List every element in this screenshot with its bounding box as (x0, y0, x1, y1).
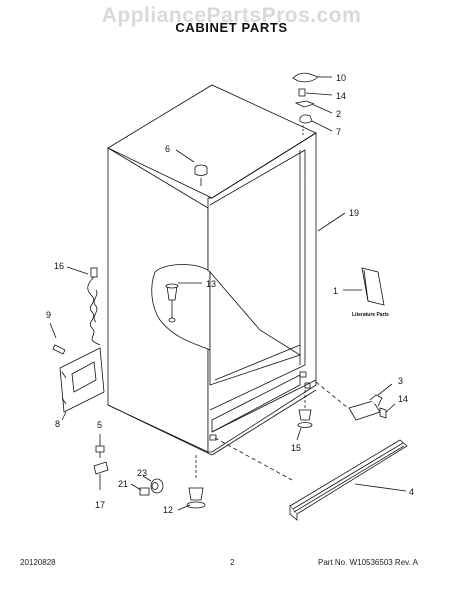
callout-17: 17 (95, 500, 105, 510)
part-6-plug (175, 149, 208, 186)
cabinet-body (107, 84, 317, 456)
callout-1: 1 (333, 286, 338, 296)
callout-7: 7 (336, 127, 341, 137)
part-4-grille (289, 439, 408, 521)
part-3-hinge (348, 383, 396, 421)
footer-page-number: 2 (230, 558, 235, 567)
callout-2: 2 (336, 109, 341, 119)
callout-14-right: 14 (398, 394, 408, 404)
callout-21: 21 (118, 479, 128, 489)
callout-4: 4 (409, 487, 414, 497)
callout-8: 8 (55, 419, 60, 429)
callout-10: 10 (336, 73, 346, 83)
literature-parts-label: Literature Parts (352, 312, 389, 318)
callout-9: 9 (46, 310, 51, 320)
callout-19: 19 (349, 208, 359, 218)
footer-part-number: Part No. W10536503 Rev. A (318, 558, 418, 567)
watermark: AppliancePartsPros.com (101, 4, 362, 27)
part-1-literature (343, 267, 385, 306)
part-13-plug (165, 282, 202, 323)
callout-6: 6 (165, 144, 170, 154)
part-16-power-cord (66, 266, 101, 346)
callout-16: 16 (54, 261, 64, 271)
top-hinge-stack (292, 72, 333, 135)
part-5-17-bracket (93, 434, 109, 490)
part-15-leveling-leg (296, 390, 313, 441)
callout-14-top: 14 (336, 91, 346, 101)
page-title: CABINET PARTS (175, 20, 288, 35)
callout-15: 15 (291, 443, 301, 453)
assembly-dashes (214, 381, 349, 481)
part-21-23-rollers (130, 475, 164, 496)
part-12-leveling-leg (177, 455, 206, 511)
callout-23: 23 (137, 468, 147, 478)
callout-12: 12 (163, 505, 173, 515)
leader-19 (317, 212, 346, 232)
footer-date: 20120828 (20, 558, 56, 567)
part-8-back-panel (59, 347, 105, 421)
callout-3: 3 (398, 376, 403, 386)
part-9-screw (49, 322, 66, 355)
callout-13: 13 (206, 279, 216, 289)
callout-5: 5 (97, 420, 102, 430)
